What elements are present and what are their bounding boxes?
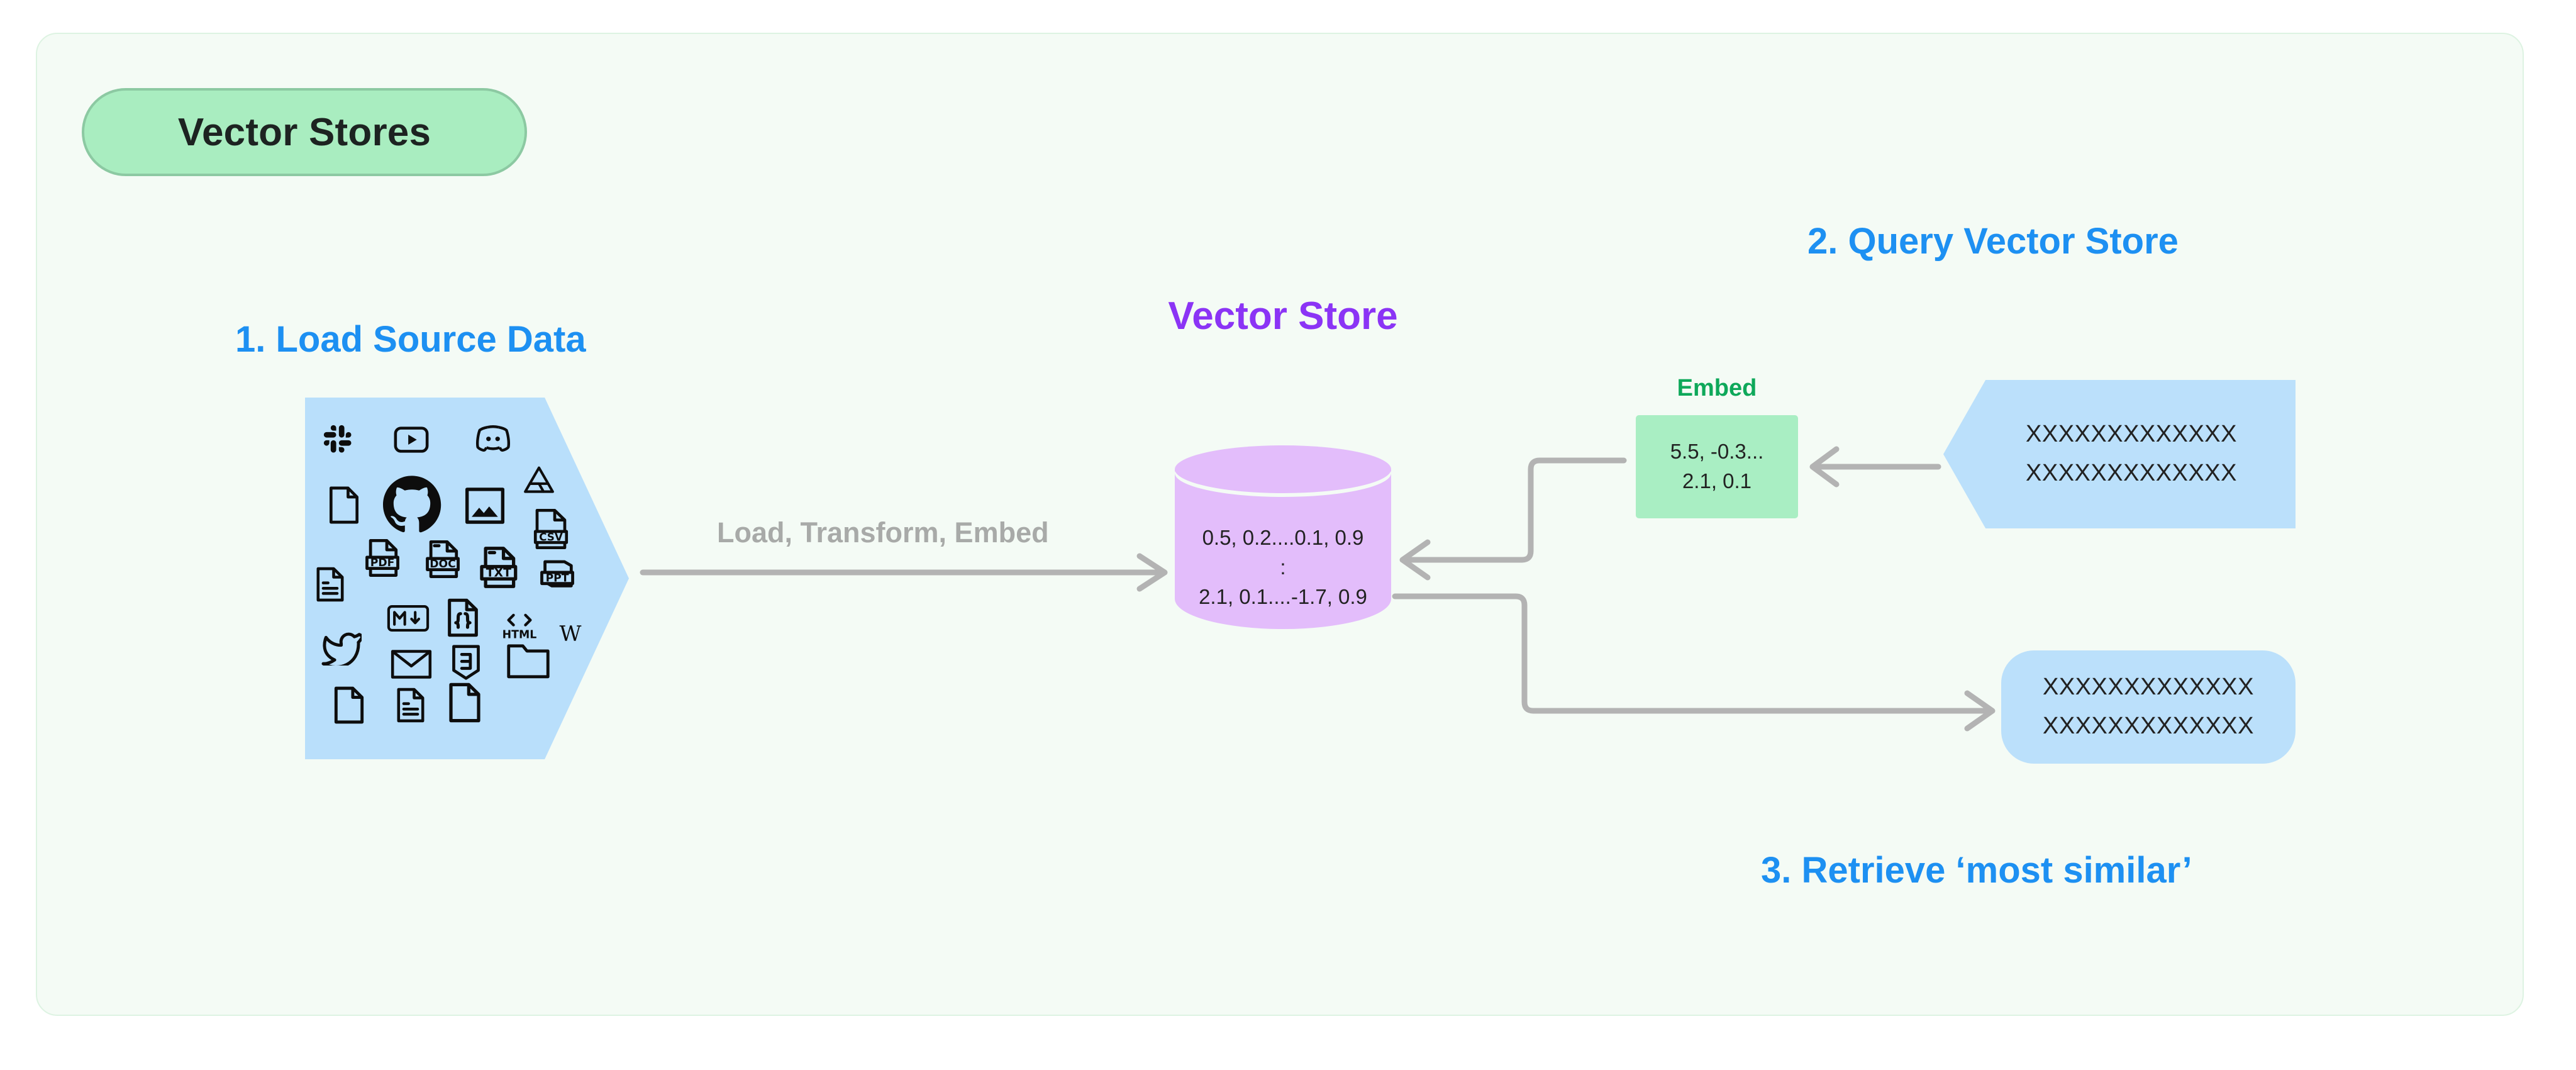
google-drive-icon (521, 465, 557, 497)
vector-store-values: 0.5, 0.2....0.1, 0.9 : 2.1, 0.1....-1.7,… (1199, 526, 1367, 608)
email-icon (391, 649, 432, 679)
image-icon (464, 484, 506, 527)
step-3-heading: 3. Retrieve ‘most similar’ (1761, 850, 2192, 891)
query-text: XXXXXXXXXXXXX XXXXXXXXXXXXX (2026, 421, 2237, 486)
folder-icon (506, 642, 550, 679)
page-title: Vector Stores (177, 110, 431, 154)
wikipedia-icon: W (555, 619, 586, 647)
svg-text:PDF: PDF (370, 557, 395, 569)
css3-icon (451, 644, 481, 681)
ppt-file-icon: PPT (539, 557, 578, 594)
retrieved-text-shape: XXXXXXXXXXXXX XXXXXXXXXXXXX (2001, 650, 2296, 764)
blank-page-3-icon (447, 682, 482, 723)
slack-icon (323, 424, 354, 455)
txt-file-icon: TXT (479, 546, 521, 589)
svg-text:PPT: PPT (546, 572, 569, 584)
markdown-icon (387, 604, 430, 633)
svg-text:TXT: TXT (486, 567, 511, 580)
svg-text:DOC: DOC (430, 558, 456, 571)
embed-vector-box: 5.5, -0.3... 2.1, 0.1 (1636, 415, 1798, 518)
svg-text:CSV: CSV (539, 530, 563, 543)
text-lines-page-icon (315, 566, 345, 603)
html-icon: HTML (500, 609, 539, 642)
vector-store-cylinder: 0.5, 0.2....0.1, 0.9 : 2.1, 0.1....-1.7,… (1175, 445, 1391, 653)
embed-vector-values: 5.5, -0.3... 2.1, 0.1 (1670, 440, 1764, 493)
pdf-file-icon: PDF (364, 538, 403, 577)
github-icon (382, 474, 442, 535)
csv-file-icon: CSV (533, 508, 569, 550)
step-2-heading: 2. Query Vector Store (1807, 221, 2179, 262)
cylinder-top-ellipse (1175, 445, 1391, 493)
svg-text:W: W (560, 621, 582, 647)
vector-stores-title-pill: Vector Stores (82, 88, 527, 176)
cylinder-body (1175, 469, 1391, 629)
blank-page-icon (328, 486, 360, 525)
embed-caption: Embed (1677, 375, 1757, 401)
source-icon-grid: CSV PDF DOC TXT PPT (305, 398, 629, 759)
doc-file-icon: DOC (425, 540, 464, 579)
query-text-shape: XXXXXXXXXXXXX XXXXXXXXXXXXX (1943, 380, 2296, 528)
text-lines-page-2-icon (396, 687, 426, 723)
discord-icon (474, 420, 513, 457)
vector-store-caption: Vector Store (1168, 294, 1398, 338)
json-file-icon (446, 598, 480, 638)
svg-text:HTML: HTML (502, 629, 537, 642)
blank-page-2-icon (333, 686, 365, 725)
retrieved-text: XXXXXXXXXXXXX XXXXXXXXXXXXX (2043, 674, 2254, 739)
step-1-heading: 1. Load Source Data (235, 319, 586, 360)
pipeline-label: Load, Transform, Embed (717, 516, 1049, 549)
youtube-icon (392, 421, 431, 458)
twitter-icon (320, 629, 362, 666)
